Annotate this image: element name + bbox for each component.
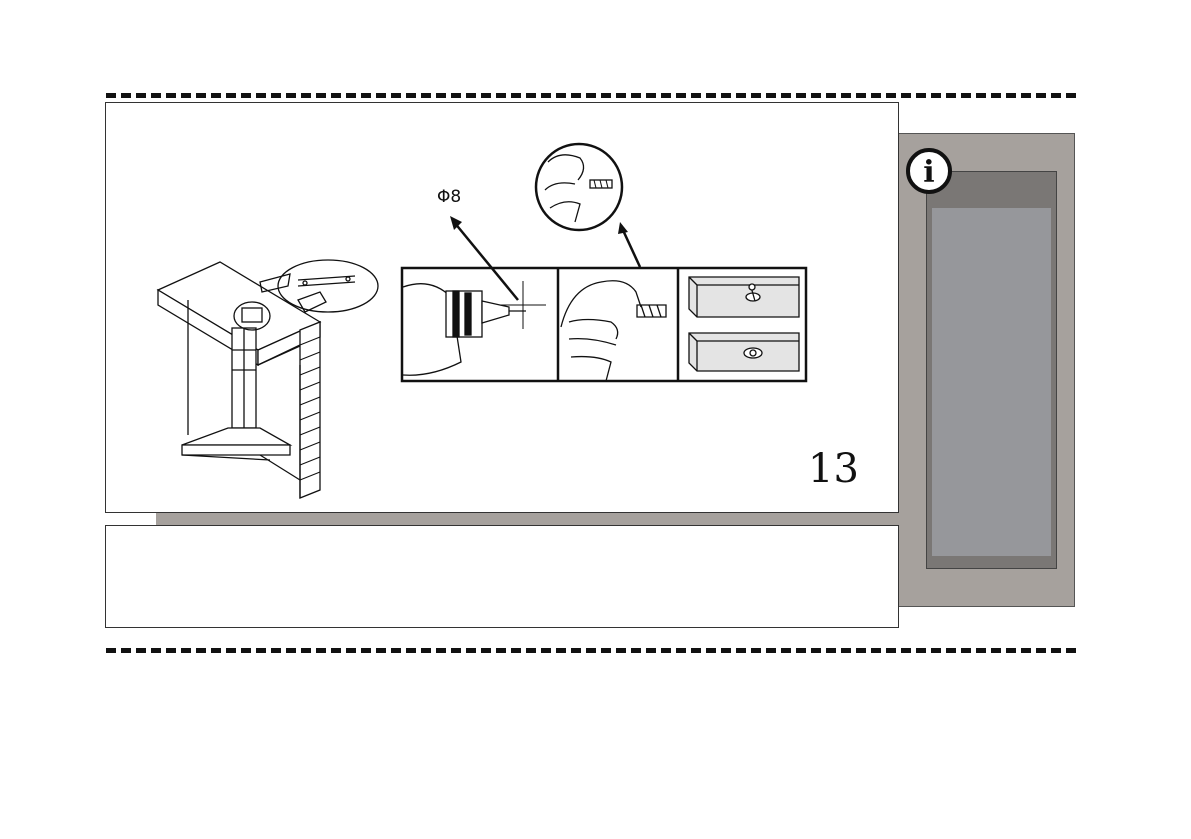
top-dashed-divider (106, 93, 1076, 98)
bottom-dashed-divider (106, 648, 1076, 653)
instruction-text-box (105, 525, 899, 628)
hood-installation-illustration (150, 250, 390, 500)
info-icon-glyph: i (923, 155, 934, 190)
page-number: 13 (808, 449, 859, 489)
info-icon: i (905, 147, 953, 195)
drill-size-label: Φ8 (437, 187, 461, 207)
info-side-note-area (932, 208, 1051, 556)
detail-callouts (430, 140, 680, 300)
